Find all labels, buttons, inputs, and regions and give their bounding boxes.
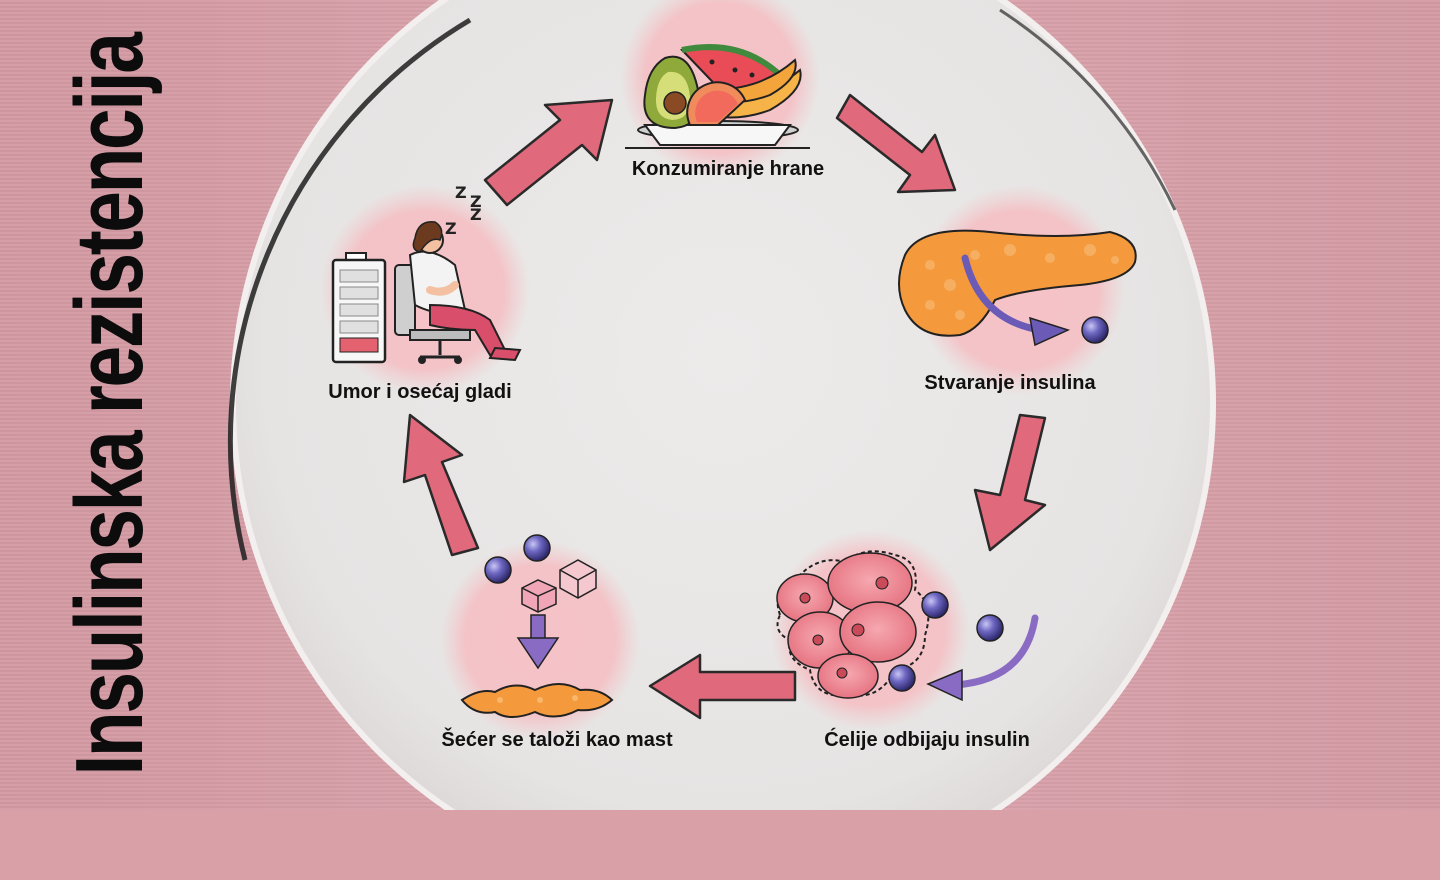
- svg-text:Z: Z: [455, 183, 467, 202]
- insulin-molecule: [1081, 316, 1109, 344]
- sleep-zzz: Z Z Z Z: [445, 183, 482, 238]
- paper-edge-shadow: [227, 17, 472, 561]
- pancreas-icon: [898, 229, 1137, 347]
- step-label-fat: Šećer se taloži kao mast: [441, 729, 673, 751]
- cycle-diagram: Z Z Z Z: [227, 0, 1216, 810]
- arrow-insulin-to-cells: [973, 413, 1047, 552]
- fruit-plate-icon: [625, 44, 810, 149]
- step-label-food: Konzumiranje hrane: [631, 158, 825, 180]
- arrow-fat-to-tired: [402, 413, 480, 557]
- step-label-insulin: Stvaranje insulina: [924, 372, 1096, 394]
- arrow-food-to-insulin: [835, 93, 957, 194]
- cycle-arrows: [402, 93, 1047, 720]
- arrow-tired-to-food: [483, 98, 614, 207]
- cells-icon: [776, 550, 1039, 702]
- svg-text:Z: Z: [470, 192, 482, 211]
- arrow-cells-to-fat: [648, 653, 797, 720]
- tired-person-icon: [331, 221, 522, 364]
- step-label-tired: Umor i osećaj gladi: [328, 381, 512, 403]
- svg-text:Z: Z: [470, 205, 482, 224]
- svg-text:Z: Z: [445, 219, 457, 238]
- step-label-cells: Ćelije odbijaju insulin: [824, 729, 1030, 751]
- fat-deposit-icon: [460, 534, 614, 718]
